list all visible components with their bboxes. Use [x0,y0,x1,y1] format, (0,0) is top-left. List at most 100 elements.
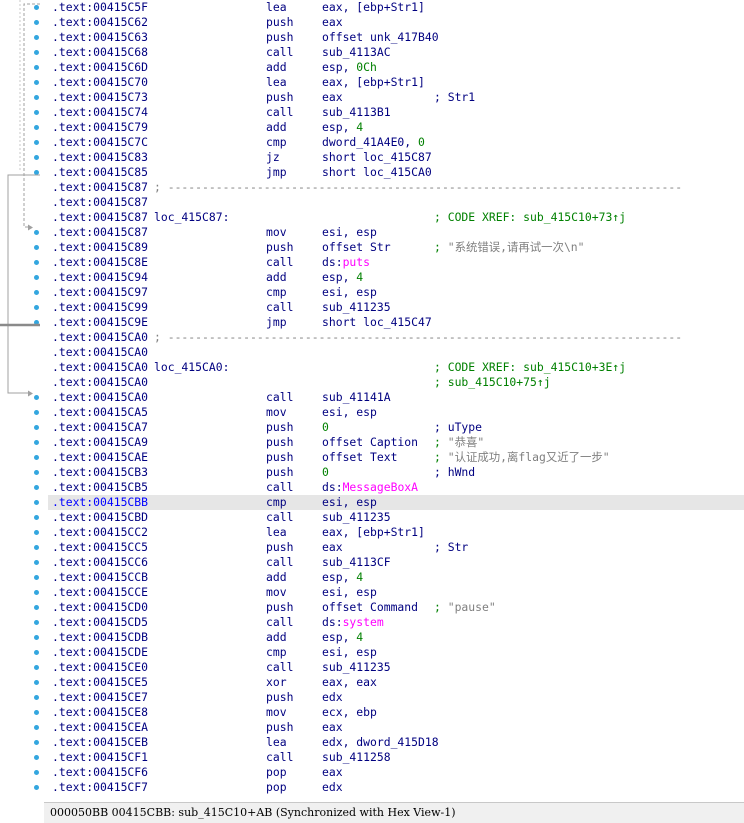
address[interactable]: .text:00415C79 [52,120,149,134]
mnemonic[interactable]: push [266,30,294,44]
address[interactable]: .text:00415CA0 [52,345,149,359]
operand[interactable]: 0 [322,420,329,434]
address[interactable]: .text:00415C73 [52,90,149,104]
address[interactable]: .text:00415CF1 [52,750,149,764]
address[interactable]: .text:00415C8E [52,255,149,269]
address[interactable]: .text:00415CBB [52,495,149,509]
mnemonic[interactable]: push [266,90,294,104]
address[interactable]: .text:00415CA5 [52,405,149,419]
address[interactable]: .text:00415CBD [52,510,149,524]
address[interactable]: .text:00415C87 [52,225,149,239]
address[interactable]: .text:00415C6D [52,60,149,74]
breakpoint-dot[interactable] [34,770,39,775]
mnemonic[interactable]: cmp [266,135,287,149]
operand[interactable]: offset Caption [322,435,419,449]
address[interactable]: .text:00415C87 [52,210,149,224]
address[interactable]: .text:00415C87 [52,180,149,194]
breakpoint-dot[interactable] [34,5,39,10]
operand[interactable]: offset Str [322,240,391,254]
operand[interactable]: eax [322,720,343,734]
mnemonic[interactable]: lea [266,75,287,89]
operand[interactable]: sub_4113AC [322,45,391,59]
breakpoint-dot[interactable] [34,245,39,250]
mnemonic[interactable]: jmp [266,315,287,329]
operand[interactable]: sub_41141A [322,390,391,404]
breakpoint-dot[interactable] [34,395,39,400]
breakpoint-dot[interactable] [34,665,39,670]
breakpoint-dot[interactable] [34,110,39,115]
breakpoint-dot[interactable] [34,155,39,160]
mnemonic[interactable]: push [266,435,294,449]
breakpoint-dot[interactable] [34,605,39,610]
breakpoint-dot[interactable] [34,260,39,265]
breakpoint-dot[interactable] [34,515,39,520]
code-label[interactable]: loc_415CA0: [154,360,230,374]
operand[interactable]: offset unk_417B40 [322,30,439,44]
address[interactable]: .text:00415C83 [52,150,149,164]
listing-row[interactable]: .text:00415CA0 [48,345,744,360]
breakpoint-dot[interactable] [34,140,39,145]
address[interactable]: .text:00415CA0 [52,360,149,374]
breakpoint-dot[interactable] [34,500,39,505]
operand[interactable]: esp, 0Ch [322,60,377,74]
address[interactable]: .text:00415C87 [52,195,149,209]
operand[interactable]: eax, [ebp+Str1] [322,75,425,89]
mnemonic[interactable]: push [266,465,294,479]
address[interactable]: .text:00415CE0 [52,660,149,674]
operand[interactable]: short loc_415C87 [322,150,432,164]
address[interactable]: .text:00415C97 [52,285,149,299]
breakpoint-dot[interactable] [34,485,39,490]
breakpoint-dot[interactable] [34,755,39,760]
operand[interactable]: offset Text [322,450,398,464]
mnemonic[interactable]: cmp [266,645,287,659]
address[interactable]: .text:00415CA0 [52,375,149,389]
address[interactable]: .text:00415C62 [52,15,149,29]
operand[interactable]: sub_4113CF [322,555,391,569]
breakpoint-dot[interactable] [34,80,39,85]
address[interactable]: .text:00415C9E [52,315,149,329]
mnemonic[interactable]: push [266,240,294,254]
operand[interactable]: ecx, ebp [322,705,377,719]
operand[interactable]: eax, eax [322,675,377,689]
operand[interactable]: esp, 4 [322,630,364,644]
breakpoint-dot[interactable] [34,230,39,235]
operand[interactable]: esp, 4 [322,570,364,584]
mnemonic[interactable]: add [266,570,287,584]
address[interactable]: .text:00415CF6 [52,765,149,779]
address[interactable]: .text:00415C74 [52,105,149,119]
mnemonic[interactable]: mov [266,225,287,239]
import-name[interactable]: MessageBoxA [342,480,419,494]
mnemonic[interactable]: call [266,45,294,59]
mnemonic[interactable]: call [266,510,294,524]
breakpoint-dot[interactable] [34,170,39,175]
mnemonic[interactable]: add [266,630,287,644]
address[interactable]: .text:00415CAE [52,450,149,464]
mnemonic[interactable]: push [266,720,294,734]
mnemonic[interactable]: cmp [266,285,287,299]
operand[interactable]: ds:MessageBoxA [322,480,419,494]
code-label[interactable]: loc_415C87: [154,210,230,224]
mnemonic[interactable]: push [266,540,294,554]
address[interactable]: .text:00415CDE [52,645,149,659]
operand[interactable]: eax [322,540,343,554]
address[interactable]: .text:00415CC5 [52,540,149,554]
operand[interactable]: sub_411235 [322,510,391,524]
mnemonic[interactable]: cmp [266,495,287,509]
